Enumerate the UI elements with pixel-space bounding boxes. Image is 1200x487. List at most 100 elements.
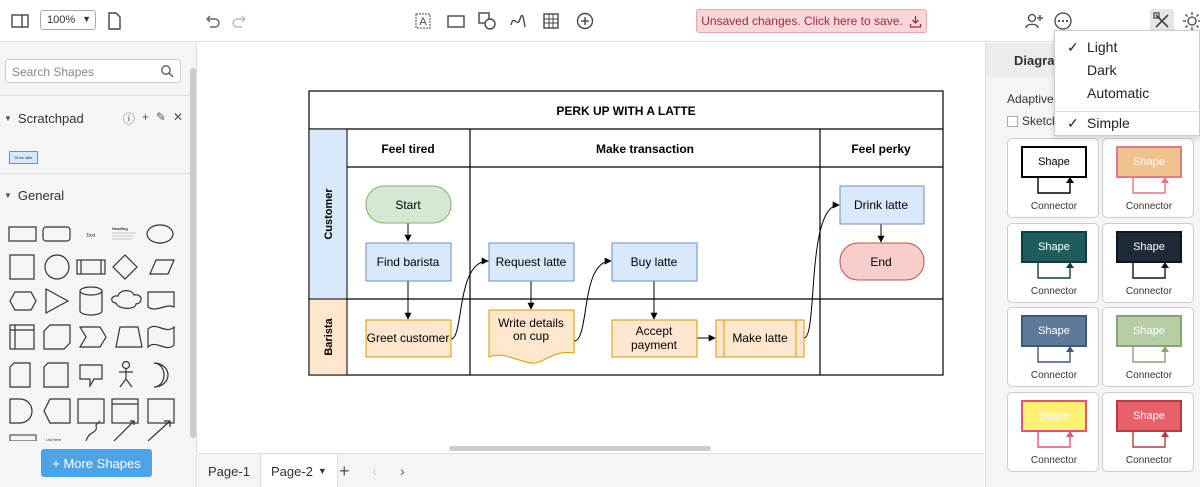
table-tool-icon[interactable] <box>539 9 563 33</box>
unsaved-changes-button[interactable]: Unsaved changes. Click here to save. <box>696 9 927 33</box>
divider <box>0 95 197 96</box>
node-buy-latte-label: Buy latte <box>631 255 678 269</box>
cloud-shape <box>111 290 142 309</box>
node-find-barista-label: Find barista <box>377 255 440 269</box>
menu-item-light[interactable]: ✓ Light <box>1055 36 1200 58</box>
diagram-canvas[interactable]: PERK UP WITH A LATTE Customer Barista Fe… <box>198 43 984 453</box>
style-shape-preview: Shape <box>1116 231 1182 263</box>
theme-menu: ✓ Light Dark Automatic ✓ Simple <box>1054 30 1200 136</box>
list-shape <box>9 434 37 441</box>
callout-shape <box>79 364 103 389</box>
add-page-icon[interactable]: + <box>339 460 350 481</box>
style-shape-preview: Shape <box>1116 146 1182 178</box>
divider <box>0 173 197 174</box>
style-shape-label: Shape <box>1038 325 1070 337</box>
node-accept-payment-label-2: payment <box>631 338 678 352</box>
menu-separator <box>1055 111 1200 112</box>
tab-page-2-label: Page-2 <box>271 463 313 479</box>
page-icon[interactable] <box>102 9 126 33</box>
search-input[interactable]: Search Shapes <box>5 59 181 83</box>
node-write-details <box>488 309 575 364</box>
style-shape-preview: Shape <box>1116 400 1182 432</box>
canvas-horizontal-scrollbar[interactable] <box>449 446 711 451</box>
insert-icon[interactable] <box>573 9 597 33</box>
more-shapes-button[interactable]: + More Shapes <box>41 449 152 477</box>
freehand-tool-icon[interactable] <box>506 9 530 33</box>
scratchpad-item[interactable]: Drink latte <box>9 151 38 164</box>
style-connector-label: Connector <box>1125 370 1173 381</box>
node-buy-latte <box>611 242 698 282</box>
parallelogram-shape <box>149 259 175 275</box>
swimlane-diagram[interactable]: PERK UP WITH A LATTE Customer Barista Fe… <box>198 43 984 453</box>
help-icon[interactable]: ⓘ <box>122 112 135 126</box>
style-shape-label: Shape <box>1133 325 1165 337</box>
node-drink-latte-label: Drink latte <box>854 198 908 212</box>
display-shape <box>43 398 71 424</box>
node-greet-customer-label: Greet customer <box>367 331 450 345</box>
sketch-checkbox[interactable]: Sketch <box>1007 114 1059 128</box>
search-icon[interactable] <box>160 64 174 78</box>
redo-icon[interactable] <box>228 9 252 33</box>
node-accept-payment-label-1: Accept <box>636 324 673 338</box>
lane-barista-header <box>308 298 348 376</box>
format-panel-toggle-icon[interactable] <box>8 9 32 33</box>
sidebar-scrollbar[interactable] <box>190 68 196 438</box>
sketch-checkbox-box[interactable] <box>1007 116 1018 128</box>
note-shape <box>9 362 31 388</box>
menu-item-automatic-label: Automatic <box>1087 85 1150 101</box>
undo-icon[interactable] <box>200 9 224 33</box>
node-make-latte <box>715 319 805 358</box>
zoom-select[interactable]: 100% ▼ <box>40 10 96 30</box>
tab-page-1[interactable]: Page-1 <box>208 454 250 487</box>
style-shape-label: Shape <box>1133 410 1165 422</box>
hexagon-shape <box>9 291 37 311</box>
general-header[interactable]: ▼ General <box>0 184 197 206</box>
text-tool-icon[interactable]: A <box>411 9 435 33</box>
style-connector-label: Connector <box>1030 286 1078 297</box>
chevron-down-icon[interactable]: ▼ <box>317 466 327 476</box>
node-start <box>365 185 452 224</box>
scratchpad-header[interactable]: ▼ Scratchpad ⓘ + ✎ ✕ <box>0 107 197 129</box>
rectangle-tool-icon[interactable] <box>444 9 468 33</box>
page-tabs: Page-1 Page-2 ▼ + ‹ › <box>198 453 984 487</box>
style-connector-label: Connector <box>1125 286 1173 297</box>
chevron-left-icon[interactable]: ‹ <box>372 463 377 479</box>
general-shapes-palette[interactable]: Text Heading List Item <box>6 221 186 441</box>
share-icon[interactable] <box>1022 9 1046 33</box>
menu-item-dark[interactable]: Dark <box>1055 59 1200 81</box>
style-connector-label: Connector <box>1030 201 1078 212</box>
square-shape-2 <box>77 398 105 424</box>
node-make-latte-label: Make latte <box>732 331 788 345</box>
add-icon[interactable]: + <box>141 110 149 124</box>
shapes-tool-icon[interactable] <box>475 9 499 33</box>
menu-item-light-label: Light <box>1087 39 1118 55</box>
node-accept-payment <box>611 319 698 358</box>
heading-shape: Heading <box>112 226 128 231</box>
shapes-sidebar: Search Shapes ▼ Scratchpad ⓘ + ✎ ✕ Drink… <box>0 43 197 487</box>
frame-shape <box>147 398 175 424</box>
delay-shape <box>9 398 33 424</box>
style-shape-label: Shape <box>1038 241 1070 253</box>
column-make-transaction: Make transaction <box>596 142 694 156</box>
tools-icon[interactable] <box>1150 9 1174 33</box>
close-icon[interactable]: ✕ <box>172 110 183 124</box>
sketch-label: Sketch <box>1022 114 1059 128</box>
chevron-right-icon[interactable]: › <box>400 463 405 479</box>
container-shape <box>111 398 139 424</box>
edit-icon[interactable]: ✎ <box>155 110 166 124</box>
tab-page-2[interactable]: Page-2 ▼ <box>260 454 338 487</box>
menu-item-automatic[interactable]: Automatic <box>1055 82 1200 104</box>
step-shape <box>78 326 107 348</box>
more-options-icon[interactable] <box>1051 9 1075 33</box>
collapse-triangle-icon: ▼ <box>4 113 12 123</box>
connector <box>573 257 612 342</box>
menu-item-simple[interactable]: ✓ Simple <box>1055 112 1200 134</box>
